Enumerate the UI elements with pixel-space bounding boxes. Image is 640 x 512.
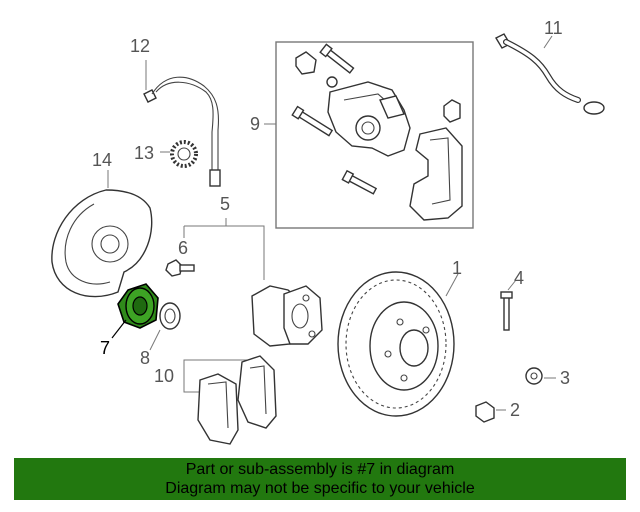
callout-8: 8 — [140, 348, 150, 368]
callout-7: 7 — [100, 338, 110, 358]
callout-13: 13 — [134, 143, 154, 163]
callout-4: 4 — [514, 268, 524, 288]
callout-6: 6 — [178, 238, 188, 258]
abs-sensor[interactable]: 12 — [130, 36, 221, 187]
wheel-hub[interactable] — [251, 285, 323, 347]
callout-14: 14 — [92, 150, 112, 170]
callout-12: 12 — [130, 36, 150, 56]
hub-bolt[interactable]: 6 — [165, 238, 195, 277]
callout-9: 9 — [250, 114, 260, 134]
info-banner: Part or sub-assembly is #7 in diagram Di… — [14, 458, 626, 500]
callout-5: 5 — [220, 194, 230, 214]
banner-line-1: Part or sub-assembly is #7 in diagram — [185, 461, 455, 478]
callout-10: 10 — [154, 366, 174, 386]
callout-3: 3 — [560, 368, 570, 388]
brake-pads[interactable]: 10 — [154, 355, 277, 445]
wheel-bearing[interactable]: 7 — [100, 283, 159, 358]
backing-plate[interactable]: 14 — [51, 150, 153, 298]
callout-1: 1 — [452, 258, 462, 278]
brake-rotor[interactable]: 1 — [337, 258, 462, 417]
hub-leader: 5 — [183, 194, 265, 280]
callout-2: 2 — [510, 400, 520, 420]
banner-line-2: Diagram may not be specific to your vehi… — [165, 480, 475, 497]
washer[interactable]: 3 — [525, 367, 570, 388]
caliper-assembly[interactable]: 9 — [250, 41, 474, 229]
guide-pin[interactable]: 4 — [500, 268, 524, 331]
seal-ring[interactable]: 8 — [140, 302, 181, 368]
callout-11: 11 — [544, 18, 563, 38]
tone-ring[interactable]: 13 — [134, 140, 198, 168]
lug-nut[interactable]: 2 — [475, 400, 520, 423]
brake-hose[interactable]: 11 — [495, 18, 605, 115]
